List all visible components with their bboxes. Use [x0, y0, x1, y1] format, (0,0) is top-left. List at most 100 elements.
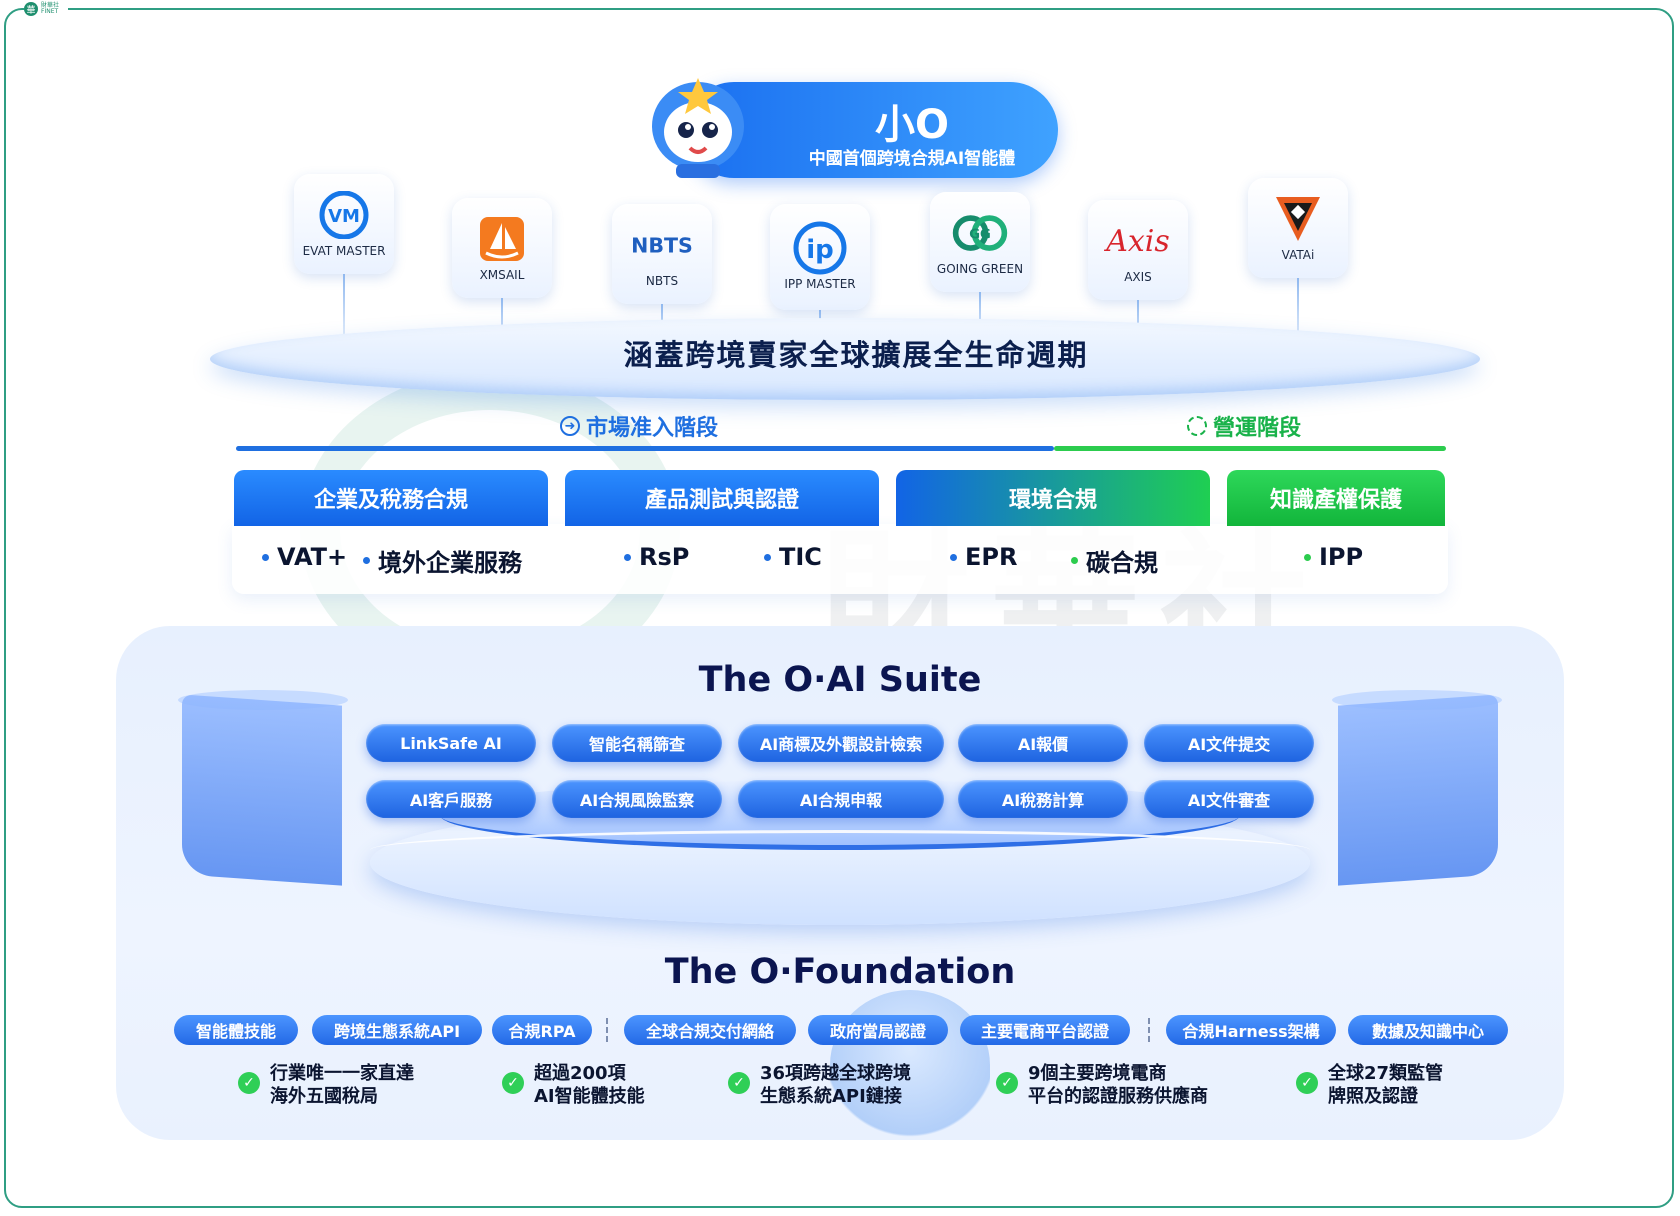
axis-logo-text: Axis [1106, 223, 1170, 259]
tile-nbts: NBTS NBTS [612, 204, 712, 304]
vm-logo-text: VM [328, 206, 360, 227]
tile-name: EVAT MASTER [302, 244, 386, 258]
item-rsp: RsP [624, 543, 689, 571]
item-label: 境外企業服務 [378, 549, 522, 577]
check-icon: ✓ [728, 1072, 750, 1094]
check-icon: ✓ [502, 1072, 524, 1094]
hero-title: 小O [874, 102, 949, 148]
tile-name: XMSAIL [479, 268, 525, 282]
ip-logo-text: ip [806, 235, 834, 265]
page-frame [4, 8, 1674, 1208]
suite-pill-compliance-filing: AI合規申報 [738, 780, 944, 818]
suite-pill-trademark-search: AI商標及外觀設計檢索 [738, 724, 944, 762]
item-carbon: 碳合規 [1071, 543, 1158, 578]
corner-logo: 華 財華社 FINET [24, 0, 68, 18]
item-label: RsP [639, 543, 690, 571]
tile-name: NBTS [645, 274, 679, 288]
tile-name: VATAi [1281, 248, 1315, 262]
fact-licenses: ✓ 全球27類監管 牌照及認證 [1296, 1062, 1443, 1108]
item-vat-plus: VAT+ [262, 543, 347, 571]
bullet-icon [262, 553, 269, 561]
item-overseas-services: 境外企業服務 [363, 543, 522, 578]
arrow-right-circle-icon: ➜ [560, 416, 580, 436]
foundation-tag-agent-skills: 智能體技能 [174, 1015, 298, 1045]
hero-banner: 小O 中國首個跨境合規AI智能體 [686, 82, 1058, 178]
fact-tax-bureaus: ✓ 行業唯一一家直達 海外五國稅局 [238, 1062, 414, 1108]
cycle-icon [1187, 416, 1207, 436]
ip-logo-icon: ip [790, 221, 850, 275]
lifecycle-platform [210, 318, 1480, 400]
item-epr: EPR [950, 543, 1017, 571]
category-corporate-tax: 企業及稅務合規 [234, 470, 548, 526]
tile-vatai: VATAi [1248, 178, 1348, 278]
fact-api-links: ✓ 36項跨越全球跨境 生態系統API鏈接 [728, 1062, 911, 1108]
check-icon: ✓ [238, 1072, 260, 1094]
suite-pill-doc-review: AI文件審查 [1144, 780, 1314, 818]
bullet-icon [1071, 557, 1078, 564]
category-ip-protection: 知識產權保護 [1227, 470, 1445, 526]
tile-name: IPP MASTER [784, 277, 856, 291]
gg-logo-text: GG [969, 228, 991, 243]
market-entry-bar [236, 446, 1054, 451]
tile-pin [1297, 278, 1299, 352]
phase-market-entry: ➜ 市場准入階段 [560, 410, 718, 442]
check-icon: ✓ [1296, 1072, 1318, 1094]
foundation-tag-platform-cert: 主要電商平台認證 [960, 1015, 1130, 1045]
tile-xmsail: XMSAIL [452, 198, 552, 298]
item-label: IPP [1319, 543, 1364, 571]
nbts-logo-text: NBTS [632, 234, 692, 258]
hero-subtitle: 中國首個跨境合規AI智能體 [808, 149, 1016, 169]
corner-logo-text: 財華社 FINET [41, 2, 60, 15]
suite-pill-risk-monitor: AI合規風險監察 [552, 780, 722, 818]
fact-text: 超過200項 AI智能體技能 [534, 1063, 645, 1107]
foundation-tag-rpa: 合規RPA [492, 1015, 592, 1045]
fact-agent-skills: ✓ 超過200項 AI智能體技能 [502, 1062, 645, 1108]
category-product-testing: 產品測試與認證 [565, 470, 879, 526]
tile-going-green: GG GOING GREEN [930, 192, 1030, 292]
suite-pill-ai-quote: AI報價 [958, 724, 1128, 762]
platform-disc-rim [370, 830, 1310, 870]
fact-text: 9個主要跨境電商 平台的認證服務供應商 [1028, 1063, 1208, 1107]
item-label: EPR [965, 543, 1018, 571]
bullet-icon [1304, 553, 1311, 561]
right-wing-panel [1338, 694, 1498, 886]
left-wing-panel [182, 694, 342, 886]
foundation-tag-ecosystem-api: 跨境生態系統API [312, 1015, 482, 1045]
suite-pill-doc-submit: AI文件提交 [1144, 724, 1314, 762]
tile-pin [343, 274, 345, 350]
gg-logo-icon: GG [950, 208, 1010, 258]
vm-logo-icon: VM [314, 190, 374, 240]
finet-mark-icon: 華 [24, 2, 38, 16]
ai-suite-title: The O·AI Suite [698, 660, 982, 700]
tile-axis: Axis AXIS [1088, 200, 1188, 300]
bullet-icon [363, 557, 370, 564]
phase-operation-label: 營運階段 [1213, 416, 1302, 441]
phase-operation: 營運階段 [1187, 410, 1301, 442]
nbts-logo-icon: NBTS [632, 220, 692, 270]
tile-name: AXIS [1124, 270, 1152, 284]
tile-ipp-master: ip IPP MASTER [770, 204, 870, 310]
foundation-tag-gov-cert: 政府當局認證 [808, 1015, 948, 1045]
fact-text: 行業唯一一家直達 海外五國稅局 [270, 1063, 414, 1107]
suite-pill-tax-calc: AI稅務計算 [958, 780, 1128, 818]
item-tic: TIC [764, 543, 822, 571]
sail-logo-icon [472, 214, 532, 264]
phase-market-entry-label: 市場准入階段 [586, 416, 719, 441]
tag-separator [1148, 1018, 1150, 1042]
fact-platform-providers: ✓ 9個主要跨境電商 平台的認證服務供應商 [996, 1062, 1208, 1108]
item-label: VAT+ [277, 543, 348, 571]
item-label: 碳合規 [1086, 549, 1158, 577]
lifecycle-title: 涵蓋跨境賣家全球擴展全生命週期 [623, 338, 1089, 372]
fact-text: 全球27類監管 牌照及認證 [1328, 1063, 1444, 1107]
suite-pill-customer-service: AI客戶服務 [366, 780, 536, 818]
vatai-logo-icon [1268, 194, 1328, 244]
foundation-title: The O·Foundation [664, 952, 1016, 992]
fact-text: 36項跨越全球跨境 生態系統API鏈接 [760, 1063, 912, 1107]
tile-name: GOING GREEN [936, 262, 1024, 276]
tile-evat-master: VM EVAT MASTER [294, 174, 394, 274]
item-ipp: IPP [1304, 543, 1363, 571]
foundation-tag-data-center: 數據及知識中心 [1348, 1015, 1508, 1045]
item-label: TIC [779, 543, 822, 571]
category-items-card [232, 524, 1448, 594]
mascot-icon [652, 78, 744, 178]
